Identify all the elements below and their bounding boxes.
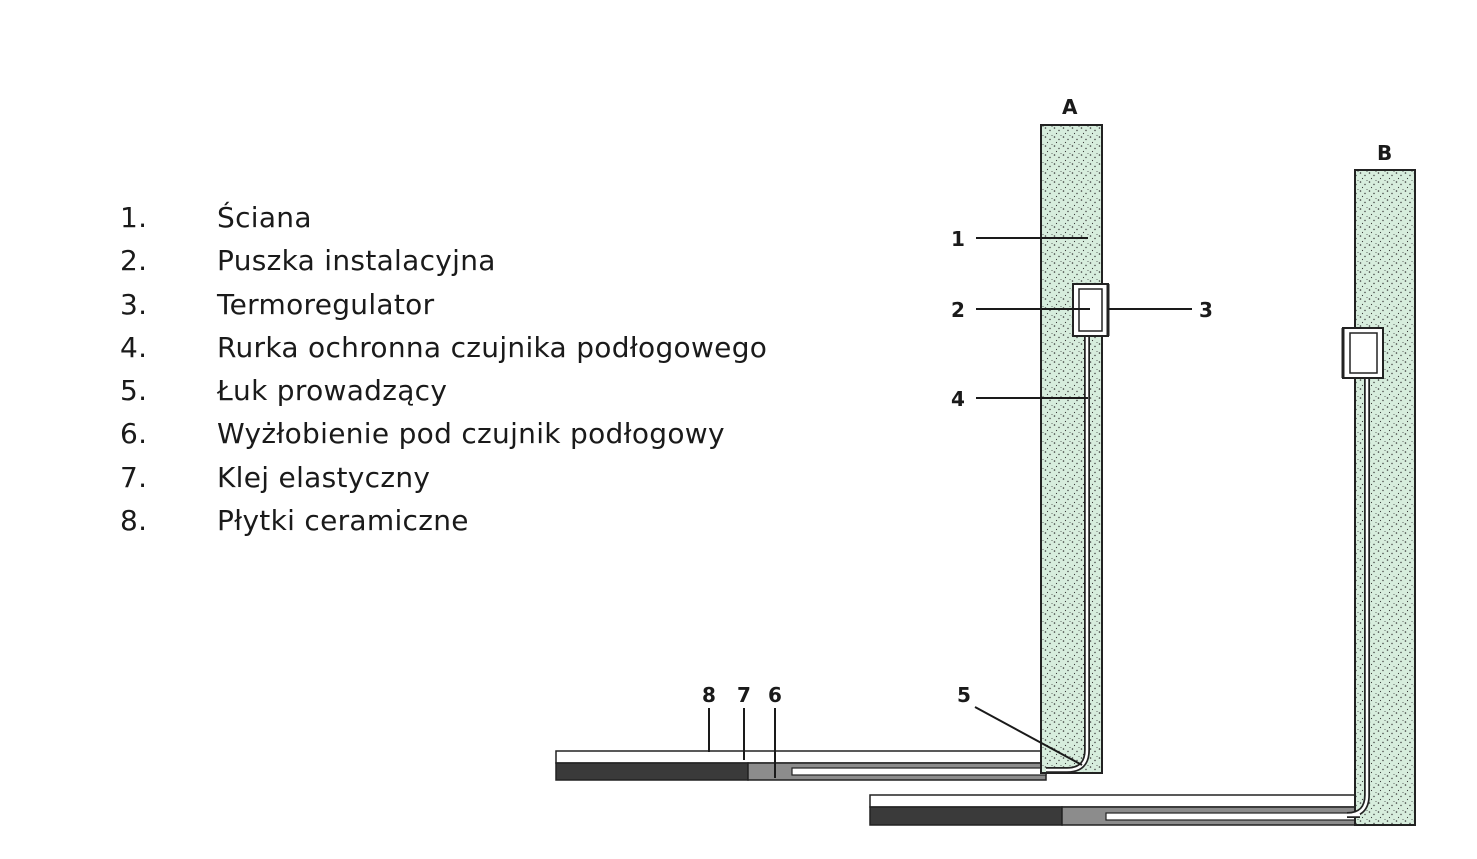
- legend-text: Rurka ochronna czujnika podłogowego: [217, 330, 768, 364]
- legend-item-6: 6. Wyżłobienie pod czujnik podłogowy: [120, 412, 767, 455]
- floor-a: [555, 750, 1047, 781]
- leader-5: [974, 706, 1083, 766]
- wall-a: [1040, 124, 1103, 774]
- legend-text: Termoregulator: [217, 287, 435, 321]
- callout-1: 1: [951, 227, 965, 251]
- variant-a: [555, 124, 1110, 781]
- legend-item-3: 3. Termoregulator: [120, 283, 767, 326]
- legend-text: Wyżłobienie pod czujnik podłogowy: [217, 417, 725, 451]
- legend-number: 3.: [120, 287, 148, 321]
- legend-number: 1.: [120, 201, 148, 234]
- legend-item-2: 2. Puszka instalacyjna: [120, 239, 767, 282]
- legend-text: Ściana: [217, 201, 312, 234]
- floor-top-layer-b: [869, 794, 1361, 808]
- legend-number: 8.: [120, 504, 148, 538]
- legend-item-4: 4. Rurka ochronna czujnika podłogowego: [120, 326, 767, 369]
- legend-text: Łuk prowadzący: [217, 374, 448, 408]
- legend-item-5: 5. Łuk prowadzący: [120, 369, 767, 412]
- callout-2: 2: [951, 298, 965, 322]
- sensor-conduit-inner-b: [1346, 378, 1369, 817]
- floor-top-layer-a: [555, 750, 1047, 764]
- legend-text: Płytki ceramiczne: [217, 504, 469, 538]
- variant-b: [869, 169, 1416, 826]
- legend-item-1: 1. Ściana: [120, 196, 767, 239]
- callout-8: 8: [702, 683, 716, 707]
- sensor-groove-b: [1105, 812, 1361, 821]
- thermostat-b: [1349, 332, 1378, 374]
- legend-number: 5.: [120, 374, 148, 408]
- sensor-groove-a: [791, 767, 1047, 776]
- legend-list: 1. Ściana 2. Puszka instalacyjna 3. Termore…: [120, 196, 767, 542]
- variant-b-label: B: [1377, 141, 1392, 165]
- callout-4: 4: [951, 387, 965, 411]
- legend-item-8: 8. Płytki ceramiczne: [120, 499, 767, 542]
- tile-layer-a: [555, 762, 749, 781]
- callout-5: 5: [957, 683, 971, 707]
- callout-3: 3: [1199, 298, 1213, 322]
- legend-number: 7.: [120, 460, 148, 494]
- legend-text: Klej elastyczny: [217, 460, 431, 494]
- floor-b: [869, 794, 1361, 826]
- legend-item-7: 7. Klej elastyczny: [120, 456, 767, 499]
- legend-text: Puszka instalacyjna: [217, 244, 496, 278]
- legend-number: 6.: [120, 417, 148, 451]
- callout-6: 6: [768, 683, 782, 707]
- callout-7: 7: [737, 683, 751, 707]
- variant-a-label: A: [1062, 95, 1078, 119]
- tile-layer-b: [869, 806, 1063, 826]
- legend-number: 2.: [120, 244, 148, 278]
- leader-lines: [708, 237, 1192, 778]
- legend-number: 4.: [120, 330, 148, 364]
